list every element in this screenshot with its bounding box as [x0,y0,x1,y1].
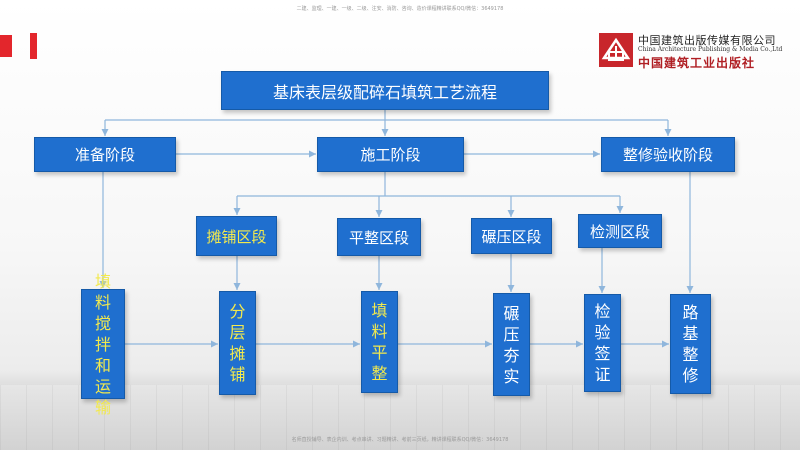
step-layer-paving-label: 分层摊铺 [229,302,246,384]
stage-prep: 准备阶段 [34,137,176,172]
step-layer-paving: 分层摊铺 [219,291,256,395]
publisher-emblem-icon [599,33,633,67]
header-note: 二建、监理、一建、一级、二级、注安、消防、咨询、造价课程精讲联系QQ/微信：36… [296,6,504,12]
step-mix-transport: 填料搅拌和运输 [81,272,125,417]
publisher-name-cn: 中国建筑出版传媒有限公司 [638,34,776,47]
step-fill-leveling-label: 填料平整 [371,301,388,383]
section-testing: 检测区段 [578,214,662,248]
publisher-name-en: China Architecture Publishing & Media Co… [638,46,783,53]
step-mix-transport-label: 填料搅拌和运输 [94,271,111,417]
step-fill-leveling: 填料平整 [361,291,398,393]
step-inspection-signoff-label: 检验签证 [594,302,611,384]
section-paving: 摊铺区段 [196,216,277,256]
section-leveling: 平整区段 [337,218,421,256]
step-subgrade-trimming-label: 路基整修 [682,303,699,385]
step-subgrade-trimming: 路基整修 [670,294,711,394]
footer-note: 名师直授辅导、表企内训、考点串讲、习题精讲、考前三页纸，精讲课程联系QQ/微信：… [291,437,509,443]
step-rolling-compaction-label: 碾压夯实 [503,303,520,386]
flow-title: 基床表层级配碎石填筑工艺流程 [221,71,549,110]
stage-acceptance: 整修验收阶段 [601,137,735,172]
publisher-logo: 中国建筑出版传媒有限公司 China Architecture Publishi… [598,30,793,72]
section-rolling: 碾压区段 [471,218,552,254]
floor-background [0,385,800,450]
step-rolling-compaction: 碾压夯实 [493,293,530,396]
red-accent-bar-small [30,33,37,59]
red-accent-bar [0,35,12,57]
publisher-name-calligraphy: 中国建筑工业出版社 [638,56,756,70]
step-inspection-signoff: 检验签证 [584,294,621,392]
stage-construction: 施工阶段 [317,137,464,172]
